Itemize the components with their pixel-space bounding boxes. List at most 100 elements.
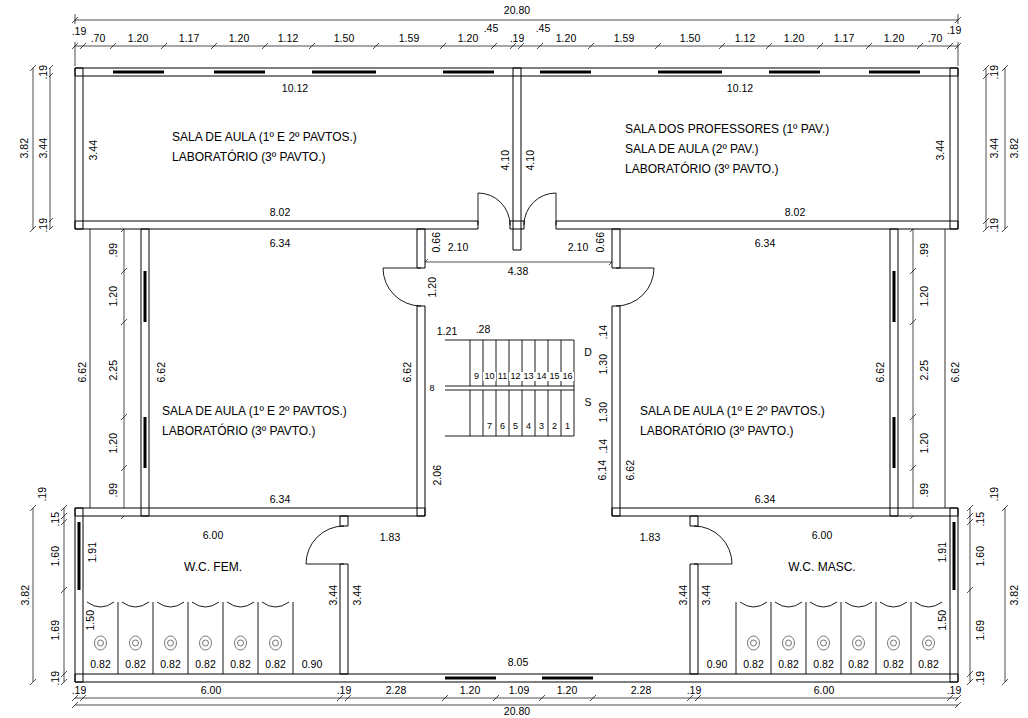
dimension-label: .19 — [37, 486, 48, 503]
dimension-label: 6.14 — [597, 459, 608, 481]
dimension-label: 1.59 — [398, 33, 420, 44]
dimension-label: 1.50 — [333, 33, 355, 44]
dimension-label: 10.12 — [726, 83, 754, 94]
room-label: W.C. MASC. — [788, 557, 855, 577]
step-number: 9 — [473, 372, 480, 381]
dimension-label: 2.25 — [919, 359, 930, 381]
dimension-label: 1.20 — [459, 685, 481, 696]
dimension-label: 0.82 — [882, 659, 904, 670]
dimension-label: .19 — [38, 64, 49, 81]
dimension-label: 1.30 — [598, 353, 609, 375]
dimension-label: 0.82 — [194, 659, 216, 670]
dimension-label: 0.82 — [742, 659, 764, 670]
dimension-label: 1.20 — [427, 276, 438, 298]
room-name: LABORATÓRIO (3º PAVTO.) — [172, 147, 357, 167]
dimension-label: 1.20 — [556, 685, 578, 696]
dimension-label: .19 — [38, 217, 49, 234]
dimension-label: 6.00 — [202, 530, 224, 541]
dimension-label: .15 — [50, 511, 61, 528]
dimension-label: .70 — [90, 33, 107, 44]
dimension-label: 8.05 — [507, 657, 529, 668]
dimension-label: 6.34 — [754, 238, 776, 249]
dimension-label: 10.12 — [281, 83, 309, 94]
side-dimension — [121, 226, 916, 519]
dimension-label: 3.44 — [935, 139, 946, 161]
dimension-label: 1.60 — [975, 545, 986, 567]
staircase — [445, 340, 574, 436]
dimension-label: 6.62 — [156, 361, 167, 383]
dimension-label: 0.90 — [706, 659, 728, 670]
dimension-label: 1.20 — [783, 33, 805, 44]
dimension-label: 1.20 — [919, 285, 930, 307]
dimension-label: .45 — [535, 23, 552, 34]
step-number: 1 — [564, 422, 571, 431]
dimension-label: 1.60 — [50, 545, 61, 567]
room-name: LABORATÓRIO (3º PAVTO.) — [625, 159, 829, 179]
dimension-label: 3.82 — [1009, 584, 1020, 606]
side-dimension — [30, 505, 1008, 685]
room-name: SALA DOS PROFESSORES (1º PAV.) — [625, 119, 829, 139]
dimension-label: 3.44 — [701, 584, 712, 606]
dimension-label: 1.20 — [919, 432, 930, 454]
step-number: 15 — [548, 372, 560, 381]
dimension-label: .99 — [919, 482, 930, 499]
room-name: SALA DE AULA (2º PAV.) — [625, 139, 829, 159]
step-number: 8 — [428, 384, 435, 393]
dimension-label: 1.20 — [228, 33, 250, 44]
dimension-label: 2.06 — [432, 464, 443, 486]
dimension-label: 1.59 — [613, 33, 635, 44]
dimension-label: 0.82 — [917, 659, 939, 670]
step-number: 3 — [538, 422, 545, 431]
room-label: W.C. FEM. — [184, 557, 242, 577]
dimension-label: 6.00 — [811, 530, 833, 541]
dimension-label: 0.82 — [229, 659, 251, 670]
step-number: 6 — [499, 422, 506, 431]
dimension-label: 6.34 — [269, 238, 291, 249]
dimension-label: 6.62 — [950, 361, 961, 383]
dimension-label: .19 — [946, 685, 963, 696]
dimension-label: 0.82 — [812, 659, 834, 670]
hall-dimension — [422, 259, 615, 265]
dimension-label: 1.69 — [975, 619, 986, 641]
dimension-label: .19 — [989, 64, 1000, 81]
dimension-label: 3.44 — [989, 137, 1000, 159]
dimension-label: 2.28 — [630, 685, 652, 696]
dimension-label: 1.91 — [937, 541, 948, 563]
toilet-symbols — [95, 636, 935, 650]
dimension-label: .19 — [71, 26, 88, 37]
dimension-label: 6.34 — [754, 494, 776, 505]
dimension-label: 4.10 — [525, 149, 536, 171]
step-number: 10 — [483, 372, 495, 381]
dimension-label: 1.21 — [436, 326, 458, 337]
dimension-label: 3.44 — [352, 584, 363, 606]
room-label: SALA DOS PROFESSORES (1º PAV.)SALA DE AU… — [625, 119, 829, 179]
dimension-label: .14 — [598, 324, 609, 341]
dimension-label: 3.82 — [19, 137, 30, 159]
dimension-label: 3.82 — [20, 584, 31, 606]
dimension-label: .99 — [919, 242, 930, 259]
dimension-label: 1.50 — [679, 33, 701, 44]
dimension-label: 6.62 — [875, 361, 886, 383]
dimension-label: 1.50 — [937, 609, 948, 631]
dimension-label: 1.12 — [277, 33, 299, 44]
dimension-label: 1.30 — [598, 401, 609, 423]
dimension-label: 6.62 — [77, 361, 88, 383]
dimension-label: 1.20 — [883, 33, 905, 44]
dimension-label: 1.83 — [379, 532, 401, 543]
step-number: 2 — [551, 422, 558, 431]
stair-direction: S — [583, 397, 592, 408]
step-number: 16 — [561, 372, 573, 381]
dimension-label: .15 — [975, 511, 986, 528]
windows — [78, 71, 956, 680]
dimension-label: 1.09 — [508, 685, 530, 696]
dimension-label: 0.66 — [431, 231, 442, 253]
room-name: SALA DE AULA (1º E 2º PAVTOS.) — [162, 401, 347, 421]
walls — [75, 68, 958, 682]
dimension-label: 20.80 — [503, 706, 531, 717]
dimension-label: 2.25 — [108, 359, 119, 381]
dimension-label: 1.20 — [108, 285, 119, 307]
dimension-label: 8.02 — [269, 207, 291, 218]
dimension-label: 4.10 — [500, 149, 511, 171]
